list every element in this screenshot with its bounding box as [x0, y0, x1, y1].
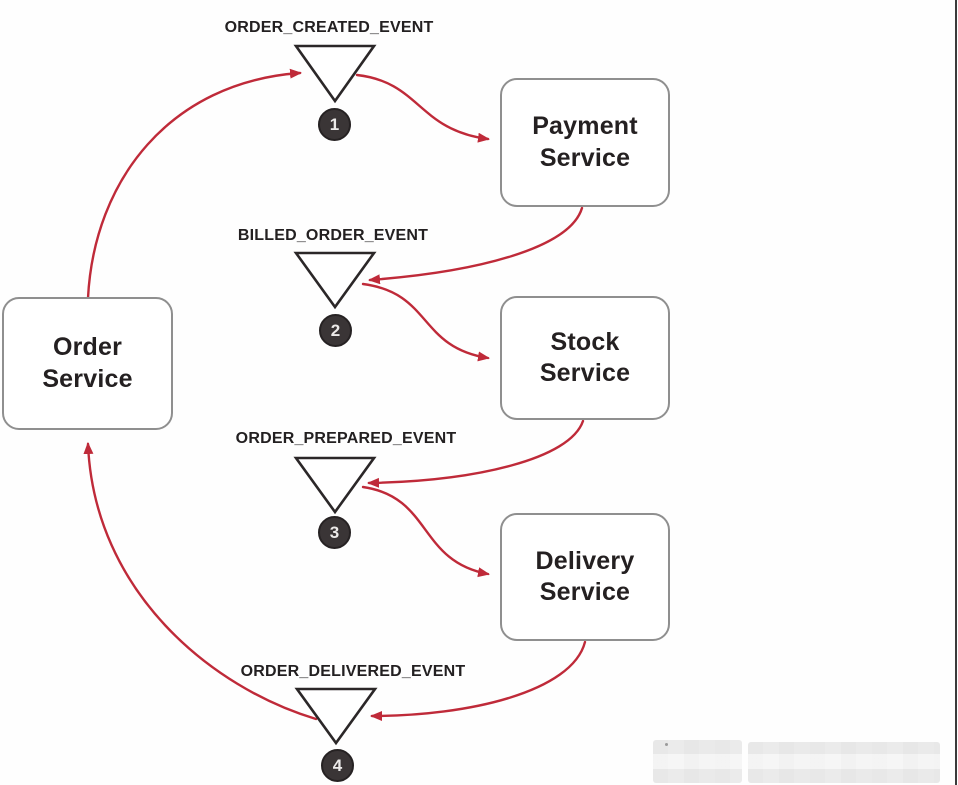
arrow-event3-to-delivery: [361, 485, 490, 578]
payment-service-node: Payment Service: [500, 78, 670, 207]
event2-label: BILLED_ORDER_EVENT: [237, 227, 429, 244]
blurred-watermark-right: [748, 742, 940, 783]
event4-label: ORDER_DELIVERED_EVENT: [240, 663, 466, 680]
delivery-service-node: Delivery Service: [500, 513, 670, 641]
arrow-event4-to-order: [83, 442, 318, 721]
event1-step-badge: 1: [318, 108, 351, 141]
arrow-stock-to-event3: [367, 419, 585, 488]
order-service-label: Order Service: [42, 333, 133, 393]
event3-step-badge: 3: [318, 516, 351, 549]
blurred-watermark-left: [653, 740, 742, 783]
arrow-event2-to-stock: [361, 282, 490, 362]
arrow-delivery-to-event4: [370, 640, 587, 721]
arrow-order-to-event1: [86, 68, 302, 300]
event4-triangle-icon: [294, 687, 378, 746]
event2-triangle-icon: [293, 251, 377, 310]
payment-service-label: Payment Service: [532, 112, 638, 172]
arrow-payment-to-event2: [368, 206, 584, 285]
event2-step-badge: 2: [319, 314, 352, 347]
watermark-speck: [665, 743, 668, 746]
event4-step-badge: 4: [321, 749, 354, 782]
frame-edge-line: [955, 0, 958, 785]
stock-service-label: Stock Service: [539, 327, 631, 387]
event3-label: ORDER_PREPARED_EVENT: [235, 430, 457, 447]
event1-label: ORDER_CREATED_EVENT: [224, 19, 434, 36]
stock-service-node: Stock Service: [500, 296, 670, 420]
event1-triangle-icon: [293, 44, 377, 104]
delivery-service-label: Delivery Service: [535, 546, 635, 606]
order-service-node: Order Service: [2, 297, 173, 430]
arrow-event1-to-payment: [355, 73, 490, 143]
event3-triangle-icon: [293, 456, 377, 515]
